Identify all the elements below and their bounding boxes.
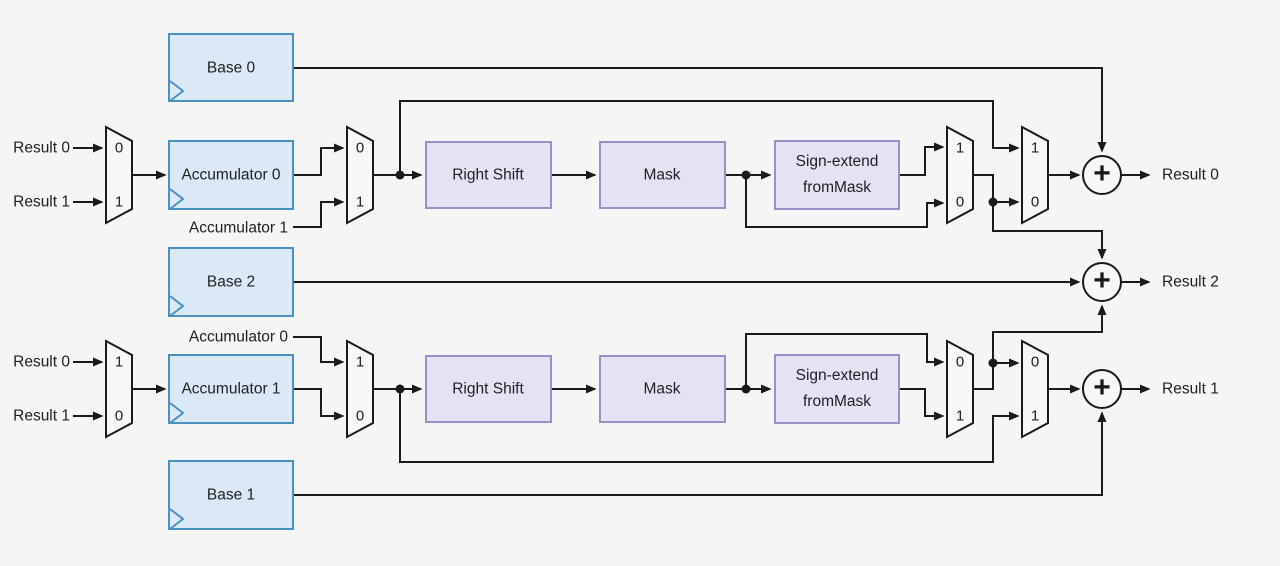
wire-label-acc1-tap: Accumulator 1 xyxy=(188,219,288,237)
op-blocks xyxy=(425,140,900,424)
mux3a-bottom-port-label: 0 xyxy=(955,193,965,211)
input-bottom-result0-label: Result 0 xyxy=(13,353,70,371)
mux4b-top-port-label: 0 xyxy=(1030,353,1040,371)
op-right-shift-bottom-label: Right Shift xyxy=(452,380,524,398)
mux3b-bottom-port-label: 1 xyxy=(955,407,965,425)
junction-dots xyxy=(395,170,998,394)
multiplexers xyxy=(105,125,1049,439)
mux-4a xyxy=(1021,125,1049,225)
mux2b-top-port-label: 1 xyxy=(355,353,365,371)
op-mask-top-box xyxy=(599,141,726,209)
op-sign-extend-bottom-label: Sign-extend fromMask xyxy=(796,363,879,415)
input-bottom-result1-label: Result 1 xyxy=(13,407,70,425)
op-sign-extend-bottom-line1: Sign-extend xyxy=(795,367,879,384)
output-result0-label: Result 0 xyxy=(1162,166,1219,184)
op-mask-top-label: Mask xyxy=(643,166,681,184)
mux-3b xyxy=(946,339,974,439)
mux2b-bottom-port-label: 0 xyxy=(355,407,365,425)
op-mask-bottom-label: Mask xyxy=(643,380,681,398)
plus-icon: + xyxy=(1093,157,1111,190)
mux1b-top-port-label: 1 xyxy=(114,353,124,371)
register-acc1-label: Accumulator 1 xyxy=(181,380,281,398)
op-right-shift-bottom-box xyxy=(425,355,552,423)
mux-2a xyxy=(346,125,374,225)
clock-icon xyxy=(169,188,185,210)
adders xyxy=(1082,155,1122,409)
plus-icon: + xyxy=(1093,371,1111,404)
mux4a-top-port-label: 1 xyxy=(1030,139,1040,157)
op-sign-extend-top-box xyxy=(774,140,900,210)
op-sign-extend-top-line1: Sign-extend xyxy=(795,153,879,170)
wire-label-acc0-tap: Accumulator 0 xyxy=(188,328,288,346)
register-base0-box xyxy=(168,33,294,102)
input-top-result0-label: Result 0 xyxy=(13,139,70,157)
op-sign-extend-top-line2: fromMask xyxy=(802,179,872,196)
register-acc0-label: Accumulator 0 xyxy=(181,166,281,184)
op-mask-bottom-box xyxy=(599,355,726,423)
adder-result1 xyxy=(1082,369,1122,409)
op-right-shift-top-label: Right Shift xyxy=(452,166,524,184)
mux-1a xyxy=(105,125,133,225)
mux-4b xyxy=(1021,339,1049,439)
register-base2-box xyxy=(168,247,294,317)
wires-top-section xyxy=(73,67,1151,260)
register-blocks xyxy=(168,33,294,530)
register-acc1-box xyxy=(168,354,294,424)
register-base1-label: Base 1 xyxy=(206,486,256,504)
clock-icon xyxy=(169,508,185,530)
output-result1-label: Result 1 xyxy=(1162,380,1219,398)
mux-2b xyxy=(346,339,374,439)
output-result2-label: Result 2 xyxy=(1162,273,1219,291)
register-base2-label: Base 2 xyxy=(206,273,256,291)
op-sign-extend-bottom-box xyxy=(774,354,900,424)
mux1a-top-port-label: 0 xyxy=(114,139,124,157)
mux2a-top-port-label: 0 xyxy=(355,139,365,157)
register-acc0-box xyxy=(168,140,294,210)
mux4b-bottom-port-label: 1 xyxy=(1030,407,1040,425)
op-right-shift-top-box xyxy=(425,141,552,209)
register-base0-label: Base 0 xyxy=(206,59,256,77)
mux4a-bottom-port-label: 0 xyxy=(1030,193,1040,211)
mux1a-bottom-port-label: 1 xyxy=(114,193,124,211)
clock-icon xyxy=(169,295,185,317)
op-sign-extend-bottom-line2: fromMask xyxy=(802,393,872,410)
wires-bottom-section xyxy=(73,304,1151,496)
mux1b-bottom-port-label: 0 xyxy=(114,407,124,425)
input-top-result1-label: Result 1 xyxy=(13,193,70,211)
mux-1b xyxy=(105,339,133,439)
op-sign-extend-top-label: Sign-extend fromMask xyxy=(796,149,879,201)
mux3b-top-port-label: 0 xyxy=(955,353,965,371)
adder-result0 xyxy=(1082,155,1122,195)
mux2a-bottom-port-label: 1 xyxy=(355,193,365,211)
plus-icon: + xyxy=(1093,264,1111,297)
register-base1-box xyxy=(168,460,294,530)
adder-result2 xyxy=(1082,262,1122,302)
clock-icon xyxy=(169,402,185,424)
clock-icon xyxy=(169,80,185,102)
mux-3a xyxy=(946,125,974,225)
mux3a-top-port-label: 1 xyxy=(955,139,965,157)
